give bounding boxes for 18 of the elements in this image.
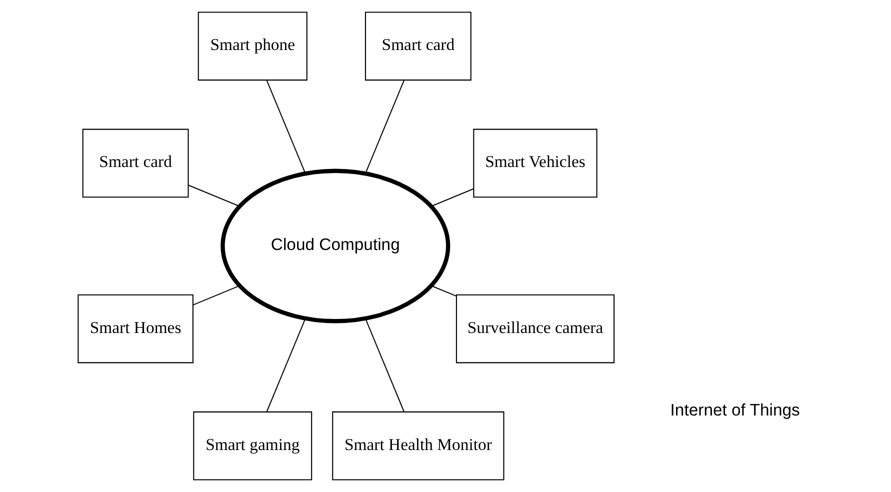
connector bbox=[266, 80, 306, 174]
connector bbox=[431, 285, 456, 297]
connector bbox=[266, 318, 306, 412]
connector bbox=[365, 318, 404, 412]
node-box: Smart Vehicles bbox=[473, 128, 598, 198]
connector bbox=[431, 188, 474, 207]
label: Internet of Things bbox=[670, 400, 800, 420]
connector bbox=[188, 184, 240, 207]
node-box: Smart Homes bbox=[78, 294, 194, 364]
node-box: Smart phone bbox=[198, 12, 308, 81]
node-box: Surveillance camera bbox=[456, 294, 615, 364]
node-box: Smart card bbox=[82, 128, 189, 198]
node-ellipse: Cloud Computing bbox=[220, 168, 450, 324]
node-box: Smart Health Monitor bbox=[332, 411, 504, 480]
connector bbox=[192, 285, 240, 306]
node-box: Smart gaming bbox=[193, 411, 312, 480]
node-box: Smart card bbox=[364, 12, 472, 81]
connector bbox=[365, 80, 404, 174]
